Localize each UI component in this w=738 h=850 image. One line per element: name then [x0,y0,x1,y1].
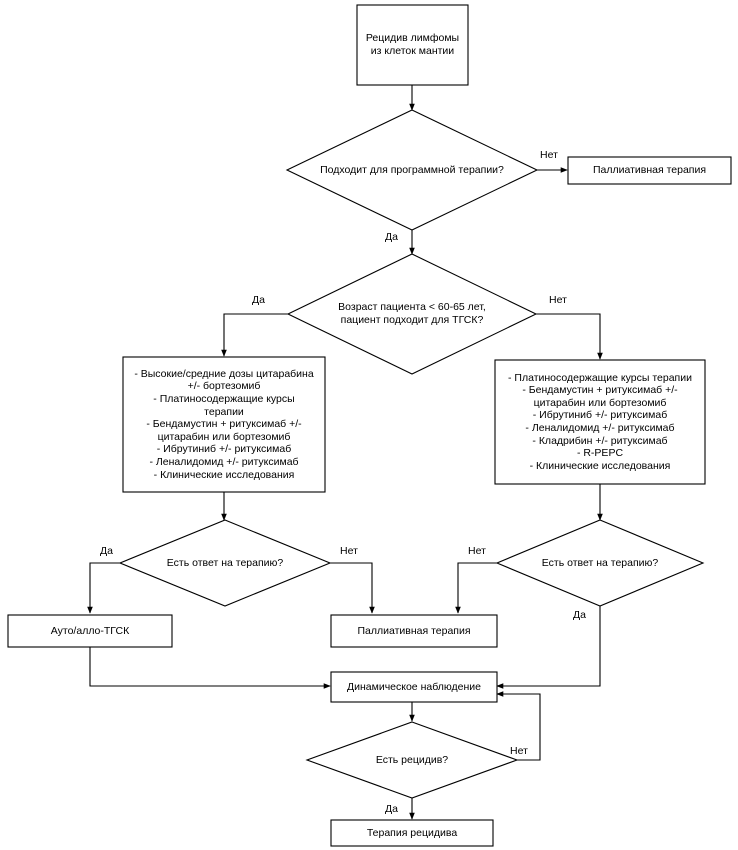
edge-resp-left-yes [87,562,120,614]
label-resp-right-yes: Да [573,609,586,621]
label-resp-left-no: Нет [340,545,358,557]
right-therapy-box [494,359,706,485]
node-text-line: пациент подходит для ТГСК? [340,314,484,326]
node-text-line: Возраст пациента < 60-65 лет, [338,301,486,314]
label-program-yes: Да [385,231,398,243]
edge-tgsk-to-observe [89,647,331,689]
start-box [356,4,469,86]
edge-resp-right-no [455,562,497,614]
program-decision-diamond [285,109,539,231]
node-text-line: Паллиативная терапия [357,624,471,637]
edge-age-no [536,313,603,360]
node-text-line: - Бендамустин + ритуксимаб +/- [146,418,302,431]
response-right-text: Есть ответ на терапию? [497,548,703,578]
palliative-mid-box [330,614,498,648]
node-text-line: - Леналидомид +/- ритуксимаб [149,455,299,468]
label-program-no: Нет [540,149,558,161]
palliative-mid-text: Паллиативная терапия [331,615,497,647]
age-decision-text: Возраст пациента < 60-65 лет,пациент под… [288,294,536,334]
relapse-decision-diamond [305,721,519,799]
node-text-line: Динамическое наблюдение [347,680,481,693]
node-text-line: Паллиативная терапия [592,164,707,177]
response-right-diamond [495,519,705,607]
node-text-line: Ауто/алло-ТГСК [50,624,130,637]
observation-text: Динамическое наблюдение [331,672,497,702]
node-text-line: - Платиносодержащие курсы терапии [508,371,692,384]
left-therapy-text: - Высокие/средние дозы цитарабина+/- бор… [123,357,325,492]
right-therapy-text: - Платиносодержащие курсы терапии- Бенда… [495,360,705,484]
tgsk-box [7,614,173,648]
node-text-line: - Высокие/средние дозы цитарабина [134,367,314,380]
node-text-line: Терапия рецидива [366,826,458,839]
label-resp-left-yes: Да [100,545,113,557]
relapse-decision-text: Есть рецидив? [307,745,517,775]
node-text-line: цитарабин или бортезомиб [533,396,667,409]
node-text-line: цитарабин или бортезомиб [157,430,291,443]
tgsk-text: Ауто/алло-ТГСК [8,615,172,647]
node-text-line: Есть ответ на терапию? [166,556,284,569]
relapse-therapy-box [330,819,494,847]
node-text-line: Есть рецидив? [375,753,449,766]
node-text-line: Подходит для программной терапии? [320,163,504,176]
observation-box [330,671,498,703]
relapse-therapy-text: Терапия рецидива [331,820,493,846]
node-text-line: - Платиносодержащие курсы [153,393,295,406]
edge-relapse-no [496,691,541,761]
node-text-line: - Кладрибин +/- ритуксимаб [532,434,668,447]
left-therapy-box [122,356,326,493]
node-text-line: +/- бортезомиб [187,380,261,393]
label-resp-right-no: Нет [468,545,486,557]
label-relapse-yes: Да [385,803,398,815]
label-relapse-no: Нет [510,745,528,757]
label-age-no: Нет [549,294,567,306]
node-text-line: - Леналидомид +/- ритуксимаб [525,422,675,434]
palliative-top-box [567,156,732,185]
palliative-top-text: Паллиативная терапия [568,157,731,184]
node-text-line: Есть ответ на терапию? [541,556,659,569]
node-text-line: - Клинические исследования [153,468,295,481]
label-age-yes: Да [252,294,265,306]
node-text-line: - R-PEPC [576,447,624,460]
response-left-diamond [118,519,332,607]
program-decision-text: Подходит для программной терапии? [287,155,537,185]
node-text-line: терапии [204,405,244,418]
node-text-line: - Ибрутиниб +/- ритуксимаб [532,409,668,422]
node-text-line: Рецидив лимфомы [365,32,460,45]
edge-resp-right-yes [496,603,601,689]
node-text-line: из клеток мантии [370,45,455,57]
node-text-line: - Бендамустин + ритуксимаб +/- [522,384,678,397]
node-text-line: - Ибрутиниб +/- ритуксимаб [156,443,292,456]
edge-age-yes [221,313,288,357]
edge-resp-left-no [330,562,375,614]
age-decision-diamond [286,253,538,375]
response-left-text: Есть ответ на терапию? [120,548,330,578]
node-text-line: - Клинические исследования [529,459,671,472]
